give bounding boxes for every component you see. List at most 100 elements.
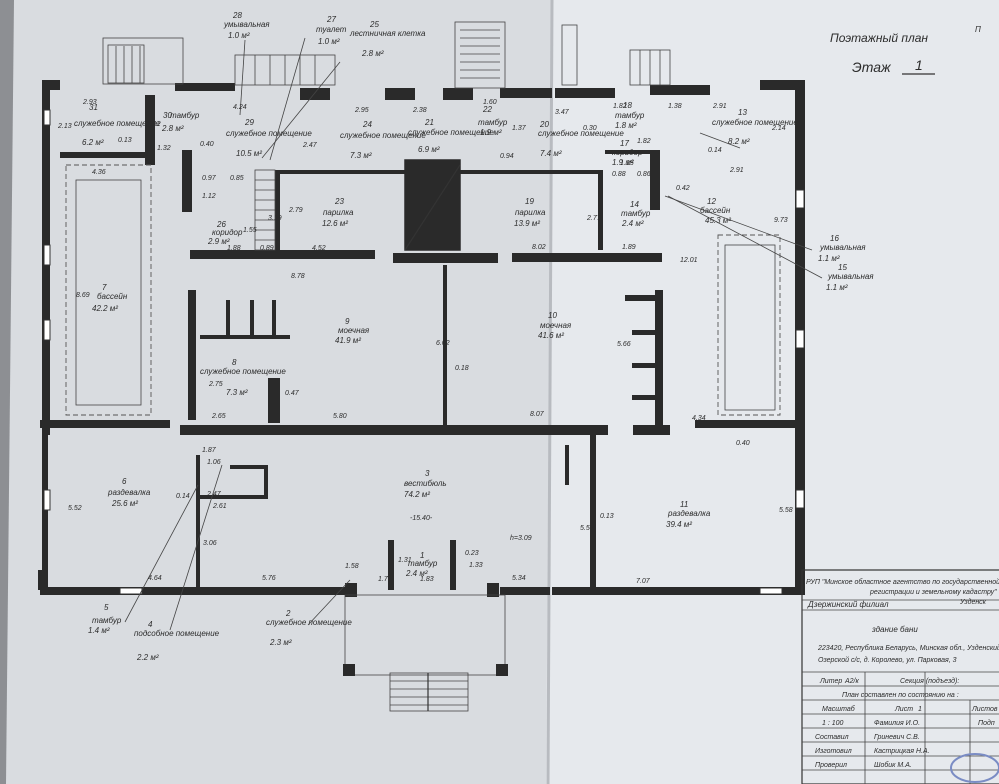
stamp-row1-name: Гриневич С.В. — [874, 734, 920, 741]
dimensions-19-text: 0.14 — [708, 147, 722, 154]
dimensions-58-text: 3.06 — [203, 540, 217, 547]
dimensions-38-text: 1.89 — [622, 244, 636, 251]
rooms-25-name-text: коридор — [212, 228, 243, 237]
dimensions-15-text: 0.94 — [500, 153, 514, 160]
rooms-2-no-text: 3 — [425, 469, 430, 478]
dimensions-39-text: 12.01 — [680, 257, 698, 264]
rooms-5-area-text: 25.6 м² — [111, 499, 138, 508]
stamp-org-line2: регистрации и земельному кадастру" — [869, 588, 997, 596]
dimensions-18-text: 1.82 — [637, 138, 651, 145]
dimensions-30-text: 4.52 — [312, 245, 326, 252]
rooms-9-name-text: моечная — [540, 321, 572, 330]
rooms-2-name-text: вестибюль — [404, 479, 447, 488]
dimensions-25-text: 3.19 — [268, 215, 282, 222]
rooms-19-area-text: 7.4 м² — [540, 149, 562, 158]
rooms-15-name-text: умывальная — [819, 243, 866, 252]
rooms-29-name-text: тамбур — [170, 111, 200, 120]
rooms-24-no-text: 25 — [369, 20, 379, 29]
dimensions-54-text: 0.14 — [176, 493, 190, 500]
rooms-11-no-text: 12 — [707, 197, 716, 206]
dimensions-2-text: 2.95 — [354, 107, 369, 114]
rooms-13-name-text: тамбур — [621, 209, 651, 218]
rooms-18-no-text: 19 — [525, 197, 534, 206]
dimensions-0-text: 2.93 — [82, 99, 97, 106]
rooms-1-area-text: 2.3 м² — [269, 638, 292, 647]
stamp-row3-role: Проверил — [815, 762, 847, 769]
dimensions-71-text: 5.34 — [512, 575, 526, 582]
rooms-15-area-text: 1.1 м² — [818, 254, 840, 263]
rooms-14-no-text: 15 — [838, 263, 847, 272]
dimensions-24-text: 1.12 — [202, 193, 216, 200]
dimensions-62-text: 5.58 — [779, 507, 793, 514]
rooms-29-no-text: 30 — [163, 111, 172, 120]
dimensions-48-text: 5.80 — [333, 413, 347, 420]
rooms-16-name-text: коридор — [612, 148, 643, 157]
rooms-20-name-text: служебное помещение — [408, 128, 494, 137]
stamp-row3-name: Шобик М.А. — [874, 761, 912, 769]
rooms-22-no-text: 23 — [334, 197, 344, 206]
rooms-27-no-text: 28 — [232, 11, 242, 20]
rooms-24-area-text: 2.8 м² — [361, 49, 384, 58]
rooms-25-area-text: 2.9 м² — [207, 237, 230, 246]
rooms-23-area-text: 7.3 м² — [350, 151, 372, 160]
rooms-16-no-text: 17 — [620, 139, 629, 148]
stamp-sign-label: Подп — [978, 719, 995, 727]
rooms-26-area-text: 1.0 м² — [318, 37, 340, 46]
stamp-building: здание бани — [871, 625, 918, 634]
rooms-6-area-text: 42.2 м² — [92, 304, 118, 313]
stamp-row1-role: Составил — [815, 734, 849, 741]
rooms-28-area-text: 10.5 м² — [236, 149, 262, 158]
rooms-28-no-text: 29 — [244, 118, 254, 127]
rooms-13-area-text: 2.4 м² — [621, 219, 644, 228]
dimensions-61-text: 0.13 — [600, 513, 614, 520]
rooms-30-name-text: служебное помещение — [74, 119, 160, 128]
rooms-4-area-text: 1.4 м² — [88, 626, 110, 635]
left-sheet — [6, 0, 560, 784]
dimensions-50-text: 8.07 — [530, 411, 545, 418]
rooms-28-name-text: служебное помещение — [226, 129, 312, 138]
dimensions-1-text: 4.24 — [233, 104, 247, 111]
stamp-plan-note: План составлен по состоянию на : — [842, 692, 959, 699]
top-walls — [60, 83, 710, 165]
rooms-27-name-text: умывальная — [223, 20, 270, 29]
rooms-23-no-text: 24 — [362, 120, 372, 129]
dimensions-42-text: 8.69 — [76, 292, 90, 299]
rooms-7-name-text: служебное помещение — [200, 367, 286, 376]
stamp-section-label: Секция (подъезд): — [900, 677, 959, 685]
dimensions-55-text: 2.47 — [206, 491, 222, 498]
dimensions-7-text: 1.38 — [668, 103, 682, 110]
stamp-liter-label: Литер — [819, 678, 842, 685]
stamp-address-1: 223420, Республика Беларусь, Минская обл… — [817, 644, 999, 652]
stamp-branch: Дзержинский филиал — [807, 600, 889, 609]
rooms-10-name-text: раздевалка — [667, 509, 711, 518]
dimensions-20-text: 2.14 — [771, 125, 786, 132]
rooms-0-name-text: тамбур — [408, 559, 438, 568]
rooms-12-no-text: 13 — [738, 108, 747, 117]
rooms-6-name-text: бассейн — [97, 292, 128, 301]
dimensions-49-text: 0.18 — [455, 365, 469, 372]
rooms-15-no-text: 16 — [830, 234, 839, 243]
rooms-16-area-text: 1.9 м² — [612, 158, 634, 167]
dimensions-69-text: 1.73 — [378, 576, 392, 583]
entrance-porch — [343, 594, 508, 712]
dimensions-60-text: 5.54 — [580, 525, 594, 532]
dimensions-66-text: 0.23 — [465, 550, 479, 557]
inner-walls — [180, 150, 670, 597]
rooms-1-name-text: служебное помещение — [266, 618, 352, 627]
rooms-29-area-text: 2.8 м² — [161, 124, 184, 133]
dimensions-37-text: 2.91 — [729, 167, 744, 174]
rooms-21-no-text: 22 — [482, 105, 492, 114]
dimensions-21-text: 4.36 — [92, 169, 106, 176]
dimensions-47-text: 2.65 — [211, 413, 226, 420]
rooms-4-name-text: тамбур — [92, 616, 122, 625]
rooms-5-no-text: 6 — [122, 477, 127, 486]
windows — [43, 109, 805, 595]
stamp-scale-label: Масштаб — [822, 705, 856, 713]
stamp-sheet-label: Лист — [894, 706, 913, 713]
stamp-org-line1: РУП "Минское областное агентство по госу… — [806, 578, 999, 586]
rooms-8-area-text: 41.9 м² — [335, 336, 361, 345]
rooms-0-area-text: 2.4 м² — [405, 569, 428, 578]
dimensions-34-text: 0.88 — [612, 171, 626, 178]
rooms-26-no-text: 27 — [326, 15, 336, 24]
